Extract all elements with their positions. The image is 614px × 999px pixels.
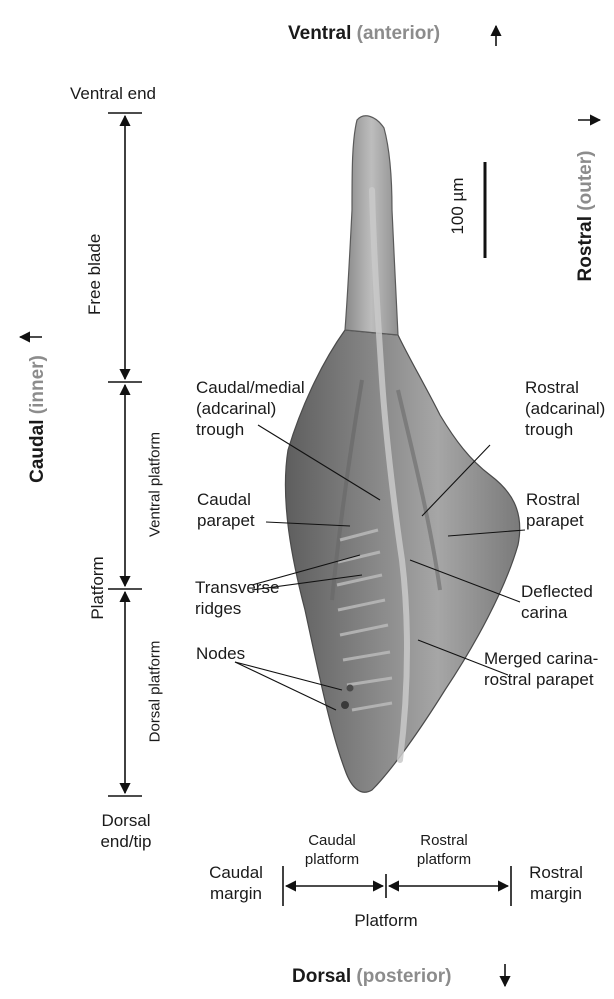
caudal-trough-label: Caudal/medial (adcarinal) trough (196, 377, 305, 440)
dorsal-platform-label: Dorsal platform (147, 632, 164, 752)
caudal-platform-label: Caudal platform (292, 831, 372, 869)
free-blade-label: Free blade (85, 235, 105, 315)
ventral-platform-label: Ventral platform (147, 425, 164, 545)
rostral-parapet-label: Rostral parapet (526, 489, 584, 531)
platform-axis-label: Platform (88, 553, 108, 623)
scale-bar-label: 100 µm (448, 166, 468, 246)
caudal-margin-label: Caudal margin (196, 862, 276, 904)
merged-carina-label: Merged carina- rostral parapet (484, 648, 598, 690)
rostral-direction-label: Rostral (outer) (575, 141, 597, 291)
transverse-ridges-label: Transverse ridges (195, 577, 279, 619)
ventral-end-label: Ventral end (70, 83, 156, 104)
rostral-margin-label: Rostral margin (516, 862, 596, 904)
rostral-platform-label: Rostral platform (404, 831, 484, 869)
caudal-direction-label: Caudal (inner) (27, 344, 49, 494)
deflected-carina-label: Deflected carina (521, 581, 593, 623)
nodes-label: Nodes (196, 643, 245, 664)
rostral-trough-label: Rostral (adcarinal) trough (525, 377, 605, 440)
dorsal-end-label: Dorsal end/tip (86, 810, 166, 852)
platform-bottom-label: Platform (346, 910, 426, 931)
ventral-direction-label: Ventral (anterior) (288, 23, 440, 44)
dorsal-direction-label: Dorsal (posterior) (292, 966, 451, 987)
caudal-parapet-label: Caudal parapet (197, 489, 255, 531)
